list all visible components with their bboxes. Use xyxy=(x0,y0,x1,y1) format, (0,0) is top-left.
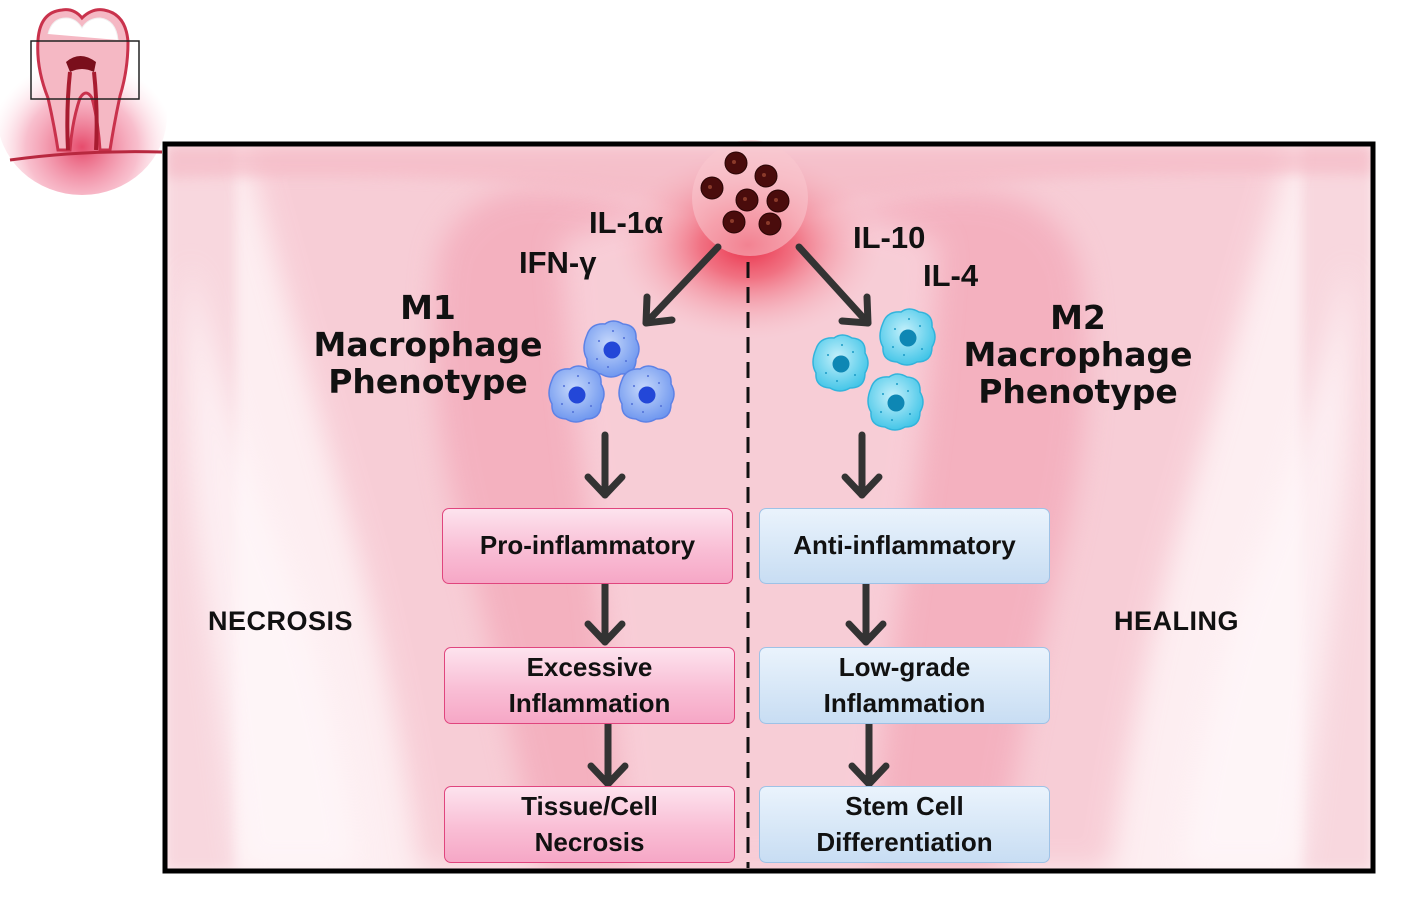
m1-word-phenotype: Phenotype xyxy=(328,361,528,401)
box-stem-cell-differentiation-text: Stem Cell Differentiation xyxy=(816,791,993,857)
m1-word-macrophage: Macrophage xyxy=(313,324,543,364)
cytokine-il1a: IL-1α xyxy=(589,205,664,240)
m1-phenotype-label: M1 Macrophage Phenotype xyxy=(300,288,556,401)
m1-title: M1 xyxy=(400,288,456,327)
m2-word-phenotype: Phenotype xyxy=(978,371,1178,411)
m2-title: M2 xyxy=(1050,298,1106,337)
tooth-icon xyxy=(0,8,167,195)
arrow-to-m2-icon xyxy=(795,243,872,327)
box-pro-inflammatory: Pro-inflammatory xyxy=(442,508,733,584)
m2-word-macrophage: Macrophage xyxy=(963,334,1193,374)
box-low-grade-inflammation: Low-grade Inflammation xyxy=(759,647,1050,724)
panel-frame xyxy=(162,141,1376,874)
bacteria-cluster-icon xyxy=(692,140,808,256)
box-tissue-cell-necrosis-text: Tissue/Cell Necrosis xyxy=(521,791,658,857)
box-excessive-inflammation-text: Excessive Inflammation xyxy=(508,652,671,718)
box-excessive-inflammation: Excessive Inflammation xyxy=(444,647,735,724)
box-stem-cell-differentiation: Stem Cell Differentiation xyxy=(759,786,1050,863)
box-anti-inflammatory-text: Anti-inflammatory xyxy=(793,530,1016,561)
box-anti-inflammatory: Anti-inflammatory xyxy=(759,508,1050,584)
outcome-necrosis: NECROSIS xyxy=(208,606,354,636)
box-pro-inflammatory-text: Pro-inflammatory xyxy=(479,530,696,561)
arrow-to-m1-icon xyxy=(642,243,722,327)
cytokine-il4: IL-4 xyxy=(923,258,979,293)
outcome-healing: HEALING xyxy=(1114,606,1239,636)
box-low-grade-inflammation-text: Low-grade Inflammation xyxy=(823,652,986,718)
m2-phenotype-label: M2 Macrophage Phenotype xyxy=(950,298,1206,411)
cytokine-ifng: IFN-γ xyxy=(519,245,597,280)
cytokine-il10: IL-10 xyxy=(853,220,926,255)
box-tissue-cell-necrosis: Tissue/Cell Necrosis xyxy=(444,786,735,863)
